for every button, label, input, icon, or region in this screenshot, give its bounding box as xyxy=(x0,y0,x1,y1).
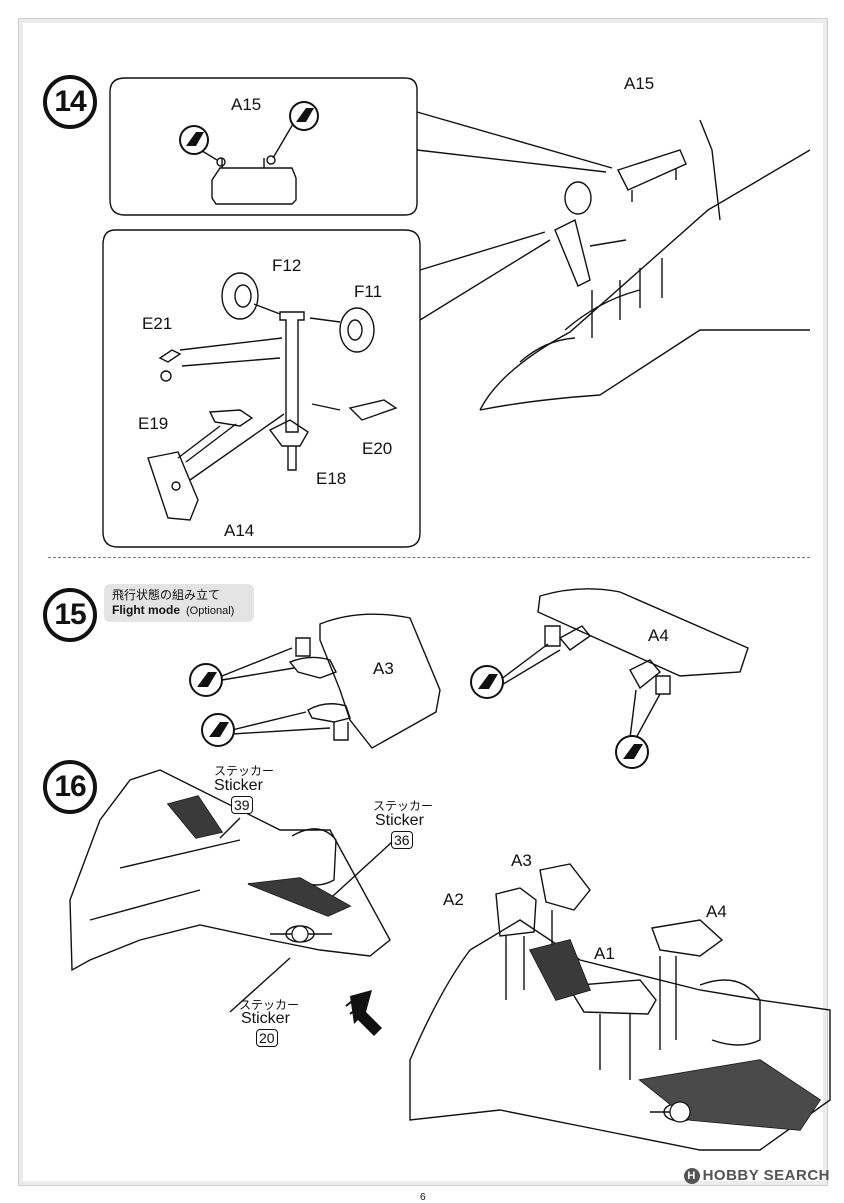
part-label-a4: A4 xyxy=(648,626,669,645)
badge-english-text: Flight mode (Optional) xyxy=(112,603,234,617)
part-label-a15-callout: A15 xyxy=(231,95,262,114)
step-number-text: 16 xyxy=(54,770,86,803)
sticker-39-number: 39 xyxy=(231,796,253,814)
part-label-a3-step16: A3 xyxy=(511,851,532,870)
part-label-f11: F11 xyxy=(354,282,383,301)
part-label-a4-step16: A4 xyxy=(706,902,727,921)
badge-optional: (Optional) xyxy=(186,605,235,617)
badge-japanese-text: 飛行状態の組み立て xyxy=(112,588,221,602)
sticker-20-number: 20 xyxy=(256,1029,278,1047)
step-number-text: 14 xyxy=(54,85,86,118)
part-label-e18: E18 xyxy=(316,469,347,488)
step-number-text: 15 xyxy=(54,598,86,631)
part-label-e21: E21 xyxy=(142,314,173,333)
flight-mode-badge: 飛行状態の組み立て Flight mode (Optional) xyxy=(104,584,254,622)
part-label-e19: E19 xyxy=(138,414,169,433)
part-label-a3: A3 xyxy=(373,659,394,678)
part-label-e20: E20 xyxy=(362,439,393,458)
step-number-16: 16 xyxy=(43,760,97,814)
sticker-36-en: Sticker xyxy=(375,812,424,829)
badge-flight-mode: Flight mode xyxy=(112,603,180,617)
sticker-39-en: Sticker xyxy=(214,777,263,794)
step-number-15: 15 xyxy=(43,588,97,642)
sticker-36-jp: ステッカー xyxy=(373,799,434,813)
section-divider xyxy=(48,557,810,558)
watermark-text: HOBBY SEARCH xyxy=(702,1166,830,1184)
step-number-14: 14 xyxy=(43,75,97,129)
part-label-f12: F12 xyxy=(272,256,302,275)
page-number: 6 xyxy=(420,1192,426,1203)
part-label-a14: A14 xyxy=(224,521,255,540)
part-label-a15: A15 xyxy=(624,74,655,93)
sticker-20-jp: ステッカー xyxy=(239,998,300,1012)
sticker-20-en: Sticker xyxy=(241,1010,290,1027)
part-label-a2: A2 xyxy=(443,890,464,909)
hobby-search-logo-icon: H xyxy=(683,1168,700,1184)
sticker-36-number: 36 xyxy=(391,831,413,849)
part-label-a1: A1 xyxy=(594,944,615,963)
sticker-39-jp: ステッカー xyxy=(214,764,275,778)
